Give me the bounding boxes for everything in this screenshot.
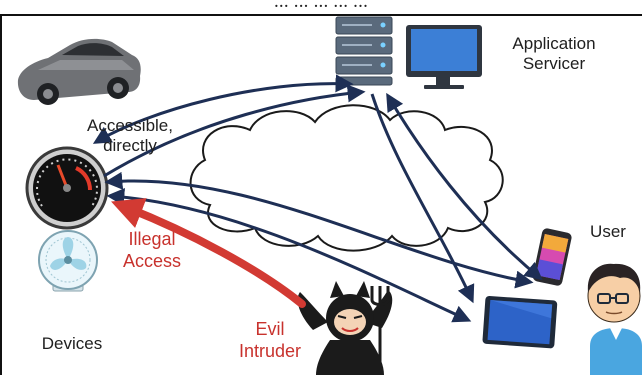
devices-label: Devices — [41, 334, 103, 353]
illegal-access-label: Illegal Access — [122, 229, 182, 271]
fan-icon — [38, 230, 98, 292]
tablet-icon — [482, 295, 558, 349]
illegal-access-arrow — [111, 198, 306, 308]
top-border — [0, 14, 642, 16]
top-caption-cropped: ... ... ... ... ... — [273, 0, 369, 12]
application-servicer-label: Application Servicer — [512, 34, 596, 73]
accessible-directly-label: Accessible, directly — [87, 116, 173, 155]
car-icon — [17, 38, 141, 105]
server-icon — [335, 16, 393, 86]
evil-intruder-label: Evil Intruder — [238, 319, 302, 361]
gauge-icon — [25, 146, 109, 230]
left-border — [0, 14, 2, 375]
user-avatar-icon — [587, 263, 642, 375]
monitor-icon — [406, 25, 482, 89]
access-arrows — [92, 74, 543, 323]
user-label: User — [590, 222, 626, 241]
cloud-icon — [189, 104, 504, 252]
